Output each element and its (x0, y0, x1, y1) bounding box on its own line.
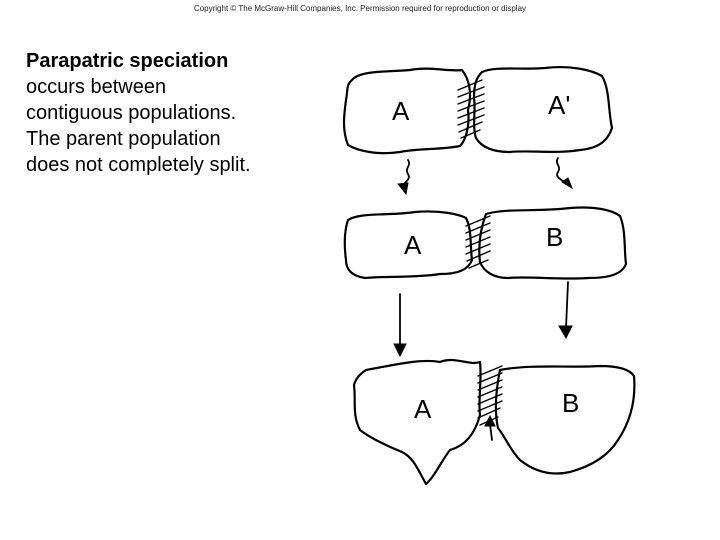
hybrid-zone-2 (465, 215, 491, 269)
term-heading: Parapatric speciation (26, 50, 229, 72)
diagram-svg: A A' A B (342, 66, 636, 486)
description-text: Parapatric speciation occurs between con… (26, 48, 326, 178)
transition-arrows-2 (393, 281, 573, 358)
arrowhead-right-1 (561, 177, 574, 190)
population-b-region-3 (494, 364, 636, 475)
label-b-row-3: B (562, 388, 579, 418)
description-line-4: does not completely split. (26, 154, 251, 176)
row-3: A B (352, 358, 636, 486)
population-a-prime-region-1 (472, 66, 614, 154)
down-arrow-right-shaft (565, 281, 569, 329)
population-a-region-3 (352, 358, 482, 486)
arrowhead-left-1 (397, 182, 409, 196)
squiggle-arrow-right (555, 157, 567, 185)
population-a-region-1 (342, 67, 472, 155)
description-line-3: The parent population (26, 128, 221, 150)
label-a-row-1: A (392, 96, 410, 126)
label-a-row-3: A (414, 394, 432, 424)
down-arrow-right-head (558, 325, 573, 340)
label-a-prime-row-1: A' (548, 90, 570, 120)
population-a-region-2 (343, 210, 474, 280)
label-b-row-2: B (546, 222, 563, 252)
transition-arrows-1 (397, 157, 574, 196)
contact-arrow-shaft (489, 423, 493, 441)
row-1: A A' (342, 66, 614, 155)
parapatric-diagram: A A' A B (330, 40, 710, 500)
population-b-region-2 (478, 206, 628, 280)
copyright-notice: Copyright © The McGraw-Hill Companies, I… (193, 4, 527, 13)
row-2: A B (343, 206, 628, 280)
contact-arrow-head (484, 414, 496, 427)
hybrid-zone-3 (477, 365, 503, 426)
description-line-2: contiguous populations. (26, 102, 237, 124)
label-a-row-2: A (404, 230, 422, 260)
down-arrow-left-head (393, 343, 407, 358)
hybrid-zone-1 (457, 79, 485, 139)
description-line-1: occurs between (26, 76, 167, 98)
